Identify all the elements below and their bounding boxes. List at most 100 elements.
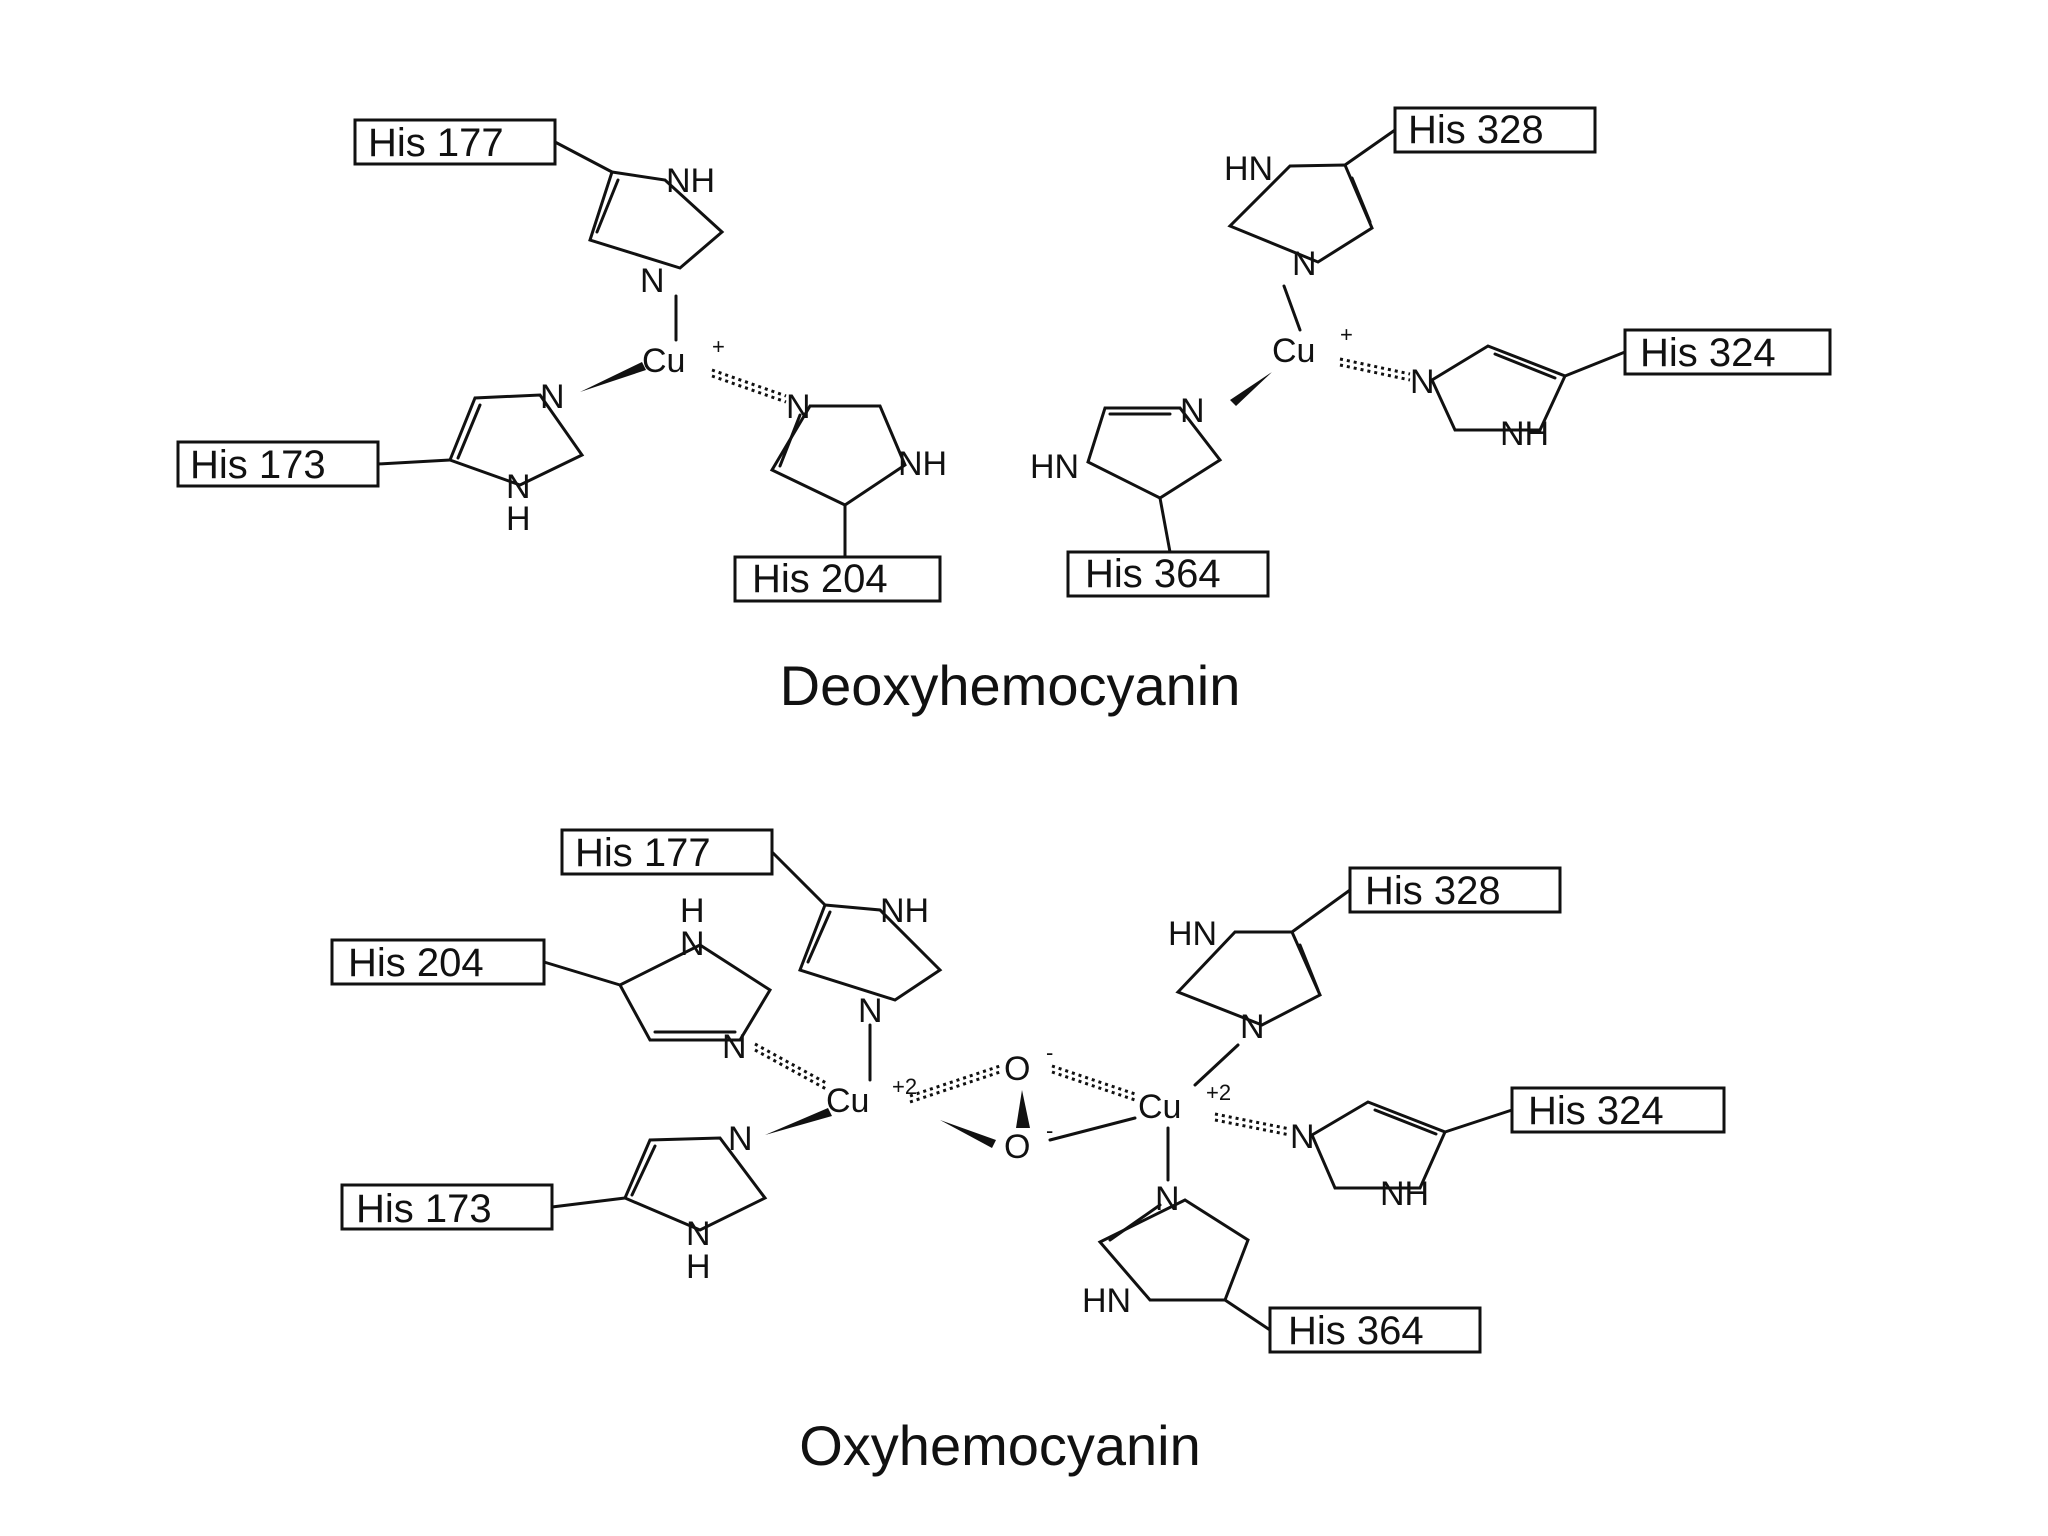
imidazole-ring	[623, 1136, 768, 1232]
deoxy-his173-label: His 173	[190, 443, 326, 487]
hashed-bond	[1339, 363, 1411, 382]
atom-h: H	[506, 500, 531, 538]
wedge-bond	[1016, 1090, 1030, 1128]
wedge-bond	[940, 1120, 996, 1148]
bond	[550, 1196, 627, 1209]
oxy-his364-label: His 364	[1288, 1309, 1424, 1353]
atom-hn: HN	[1168, 915, 1217, 953]
atom-n: N	[722, 1028, 747, 1066]
bond	[1493, 352, 1557, 380]
atom-n: N	[1410, 363, 1435, 401]
oxy-his177-label: His 177	[575, 831, 711, 875]
hashed-bond	[909, 1064, 1001, 1098]
atom-nh: NH	[1500, 415, 1549, 453]
bond	[630, 1144, 657, 1197]
hashed-bond	[1214, 1112, 1291, 1131]
hashed-bond	[1214, 1118, 1291, 1137]
bond	[1373, 1108, 1438, 1136]
imidazole-ring	[1086, 406, 1223, 500]
imidazole-ring	[1175, 930, 1322, 1027]
deoxy-cu-right: Cu	[1272, 332, 1315, 370]
imidazole-ring	[588, 170, 725, 270]
oxy-oxygen-top-charge: -	[1046, 1040, 1053, 1065]
oxy-his204-box	[330, 938, 546, 986]
bond	[806, 910, 832, 964]
bond	[1443, 1108, 1514, 1134]
deoxy-his328-label: His 328	[1408, 108, 1544, 152]
bond	[1048, 1116, 1137, 1142]
oxy-his324-label: His 324	[1528, 1089, 1664, 1133]
deoxy-title: Deoxyhemocyanin	[780, 654, 1241, 717]
wedge-bond	[1230, 372, 1272, 406]
hashed-bond	[1339, 357, 1411, 376]
deoxy-his173-box	[176, 440, 380, 488]
hashed-bond	[711, 368, 787, 398]
bond	[456, 403, 482, 460]
bond	[1563, 350, 1627, 378]
atom-n: N	[1290, 1118, 1315, 1156]
atom-n: N	[686, 1215, 711, 1253]
hashed-bond	[1051, 1064, 1136, 1096]
bond	[1282, 284, 1302, 332]
oxy-his364-box	[1268, 1306, 1482, 1354]
oxy-his328-box	[1348, 866, 1562, 914]
deoxy-structure: His 177 NH N Cu + His 173 N N H N NH His…	[176, 106, 1832, 717]
deoxy-cu-left-charge: +	[712, 334, 725, 359]
oxy-title: Oxyhemocyanin	[799, 1414, 1201, 1477]
atom-n: N	[540, 378, 565, 416]
imidazole-ring	[798, 903, 943, 1002]
bond	[770, 850, 827, 907]
atom-h: H	[686, 1248, 711, 1286]
bond	[1108, 1203, 1162, 1242]
atom-hn: HN	[1082, 1282, 1131, 1320]
atom-nh: NH	[880, 892, 929, 930]
imidazole-ring	[769, 404, 907, 507]
atom-n: N	[640, 262, 665, 300]
deoxy-his204-box	[733, 555, 942, 603]
atom-n: N	[728, 1120, 753, 1158]
bond	[376, 458, 452, 466]
oxy-oxygen-bottom-charge: -	[1046, 1118, 1053, 1143]
bond	[1223, 1298, 1272, 1332]
deoxy-his177-box	[353, 118, 557, 166]
hashed-bond	[754, 1042, 829, 1086]
imidazole-ring	[617, 943, 773, 1042]
atom-n: N	[506, 468, 531, 506]
bond	[1350, 176, 1372, 224]
oxy-his204-label: His 204	[348, 941, 484, 985]
atom-nh: NH	[666, 162, 715, 200]
oxy-his173-box	[340, 1183, 554, 1231]
oxy-cu-left-charge: +2	[892, 1074, 917, 1099]
bond	[1343, 128, 1397, 167]
imidazole-ring	[448, 393, 585, 487]
deoxy-his204-label: His 204	[752, 557, 888, 601]
deoxy-his177-label: His 177	[368, 121, 504, 165]
oxy-structure: His 177 NH N His 204 H N N Cu +2 His 173…	[330, 828, 1726, 1477]
imidazole-ring	[1430, 344, 1568, 432]
oxy-oxygen-bottom: O	[1004, 1128, 1030, 1166]
oxy-cu-right: Cu	[1138, 1088, 1181, 1126]
atom-nh: NH	[1380, 1175, 1429, 1213]
hashed-bond	[909, 1070, 1001, 1104]
bond	[595, 178, 620, 234]
imidazole-ring	[1097, 1198, 1250, 1302]
atom-hn: HN	[1224, 150, 1273, 188]
bond	[1298, 943, 1320, 992]
deoxy-his324-box	[1623, 328, 1832, 376]
oxy-his173-label: His 173	[356, 1187, 492, 1231]
atom-n: N	[1240, 1008, 1265, 1046]
oxy-cu-right-charge: +2	[1206, 1080, 1231, 1105]
deoxy-his324-label: His 324	[1640, 331, 1776, 375]
hashed-bond	[711, 374, 787, 404]
atom-nh: NH	[898, 445, 947, 483]
atom-h: H	[680, 892, 705, 930]
hashed-bond	[754, 1048, 829, 1092]
hashed-bond	[1051, 1070, 1136, 1102]
bond	[1193, 1043, 1240, 1087]
bond	[542, 960, 622, 987]
atom-hn: HN	[1030, 448, 1079, 486]
bond	[553, 140, 614, 174]
wedge-bond	[580, 362, 646, 392]
deoxy-cu-left: Cu	[642, 342, 685, 380]
